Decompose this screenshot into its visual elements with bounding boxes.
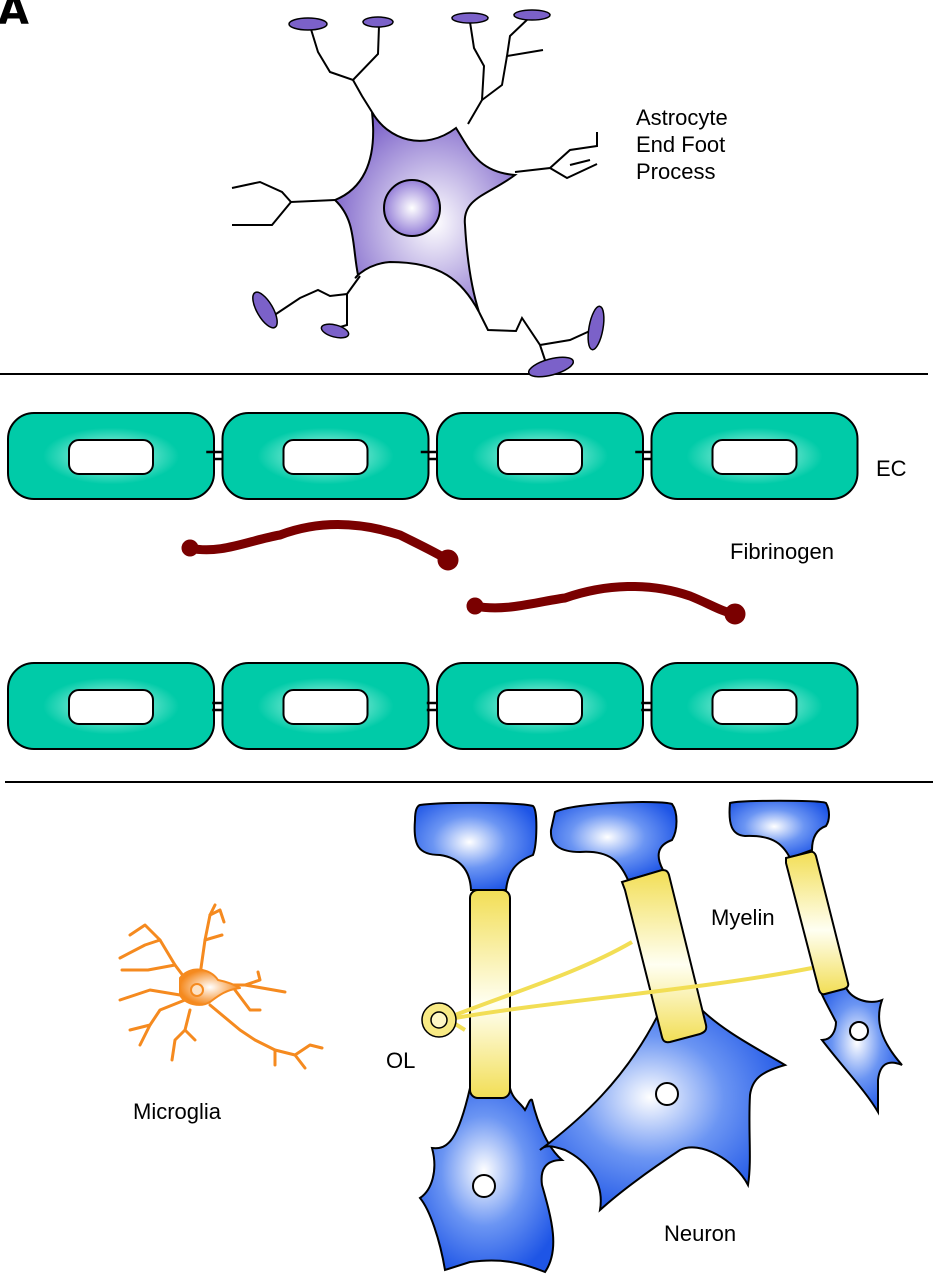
panel-label: A (0, 0, 29, 34)
endothelial-cell (650, 662, 859, 750)
endothelial-nucleus (711, 689, 798, 725)
endothelial-row (7, 412, 859, 500)
endothelial-cell (650, 412, 859, 500)
endothelial-cells (7, 412, 859, 750)
endothelial-cell (7, 412, 215, 500)
neurons (413, 799, 903, 1274)
endothelial-cell (436, 412, 644, 500)
myelin-sheath (469, 889, 511, 1099)
astrocyte (231, 9, 605, 378)
endothelial-cell (7, 662, 215, 750)
myelin-sheath (620, 868, 708, 1044)
neuron (728, 799, 903, 1116)
astrocyte-label: Astrocyte End Foot Process (636, 104, 728, 185)
endothelial-nucleus (711, 439, 798, 475)
myelin-process (454, 940, 633, 1017)
astrocyte-label-line: Process (636, 159, 716, 184)
microglia-label: Microglia (133, 1099, 222, 1124)
endothelial-nucleus (497, 439, 583, 475)
myelin-label: Myelin (711, 905, 775, 930)
endothelial-cell (221, 662, 430, 750)
myelin-process (454, 966, 813, 1020)
astrocyte-nucleus (383, 179, 441, 237)
endothelial-nucleus (282, 439, 369, 475)
fibrinogen-strand (181, 520, 459, 571)
endothelial-cell (221, 412, 430, 500)
neuron (539, 801, 788, 1213)
astrocyte-label-line: End Foot (636, 132, 726, 157)
fibrinogen-label: Fibrinogen (730, 539, 834, 564)
fibrinogen-strand (466, 582, 746, 625)
neuron-nucleus (472, 1174, 496, 1198)
neuron-label: Neuron (664, 1221, 737, 1246)
astrocyte-end-feet (252, 9, 605, 378)
endothelial-nucleus (282, 689, 369, 725)
endothelial-row (7, 662, 859, 750)
astrocyte-processes (231, 16, 598, 361)
neuron (413, 801, 565, 1274)
endothelial-cell (436, 662, 644, 750)
endothelial-nucleus (497, 689, 583, 725)
fibrinogen (181, 520, 746, 625)
oligodendrocyte (421, 940, 813, 1038)
myelin-sheath (785, 850, 850, 996)
ol-nucleus (430, 1011, 448, 1029)
endothelial-nucleus (68, 439, 154, 475)
microglia (118, 903, 324, 1070)
endothelial-nucleus (68, 689, 154, 725)
neuron-nucleus (849, 1021, 869, 1041)
microglia-nucleus (190, 983, 204, 997)
ol-label: OL (386, 1048, 416, 1073)
ec-label: EC (876, 456, 907, 481)
neuron-nucleus (655, 1082, 679, 1106)
astrocyte-label-line: Astrocyte (636, 105, 728, 130)
microglia-body (179, 968, 241, 1006)
